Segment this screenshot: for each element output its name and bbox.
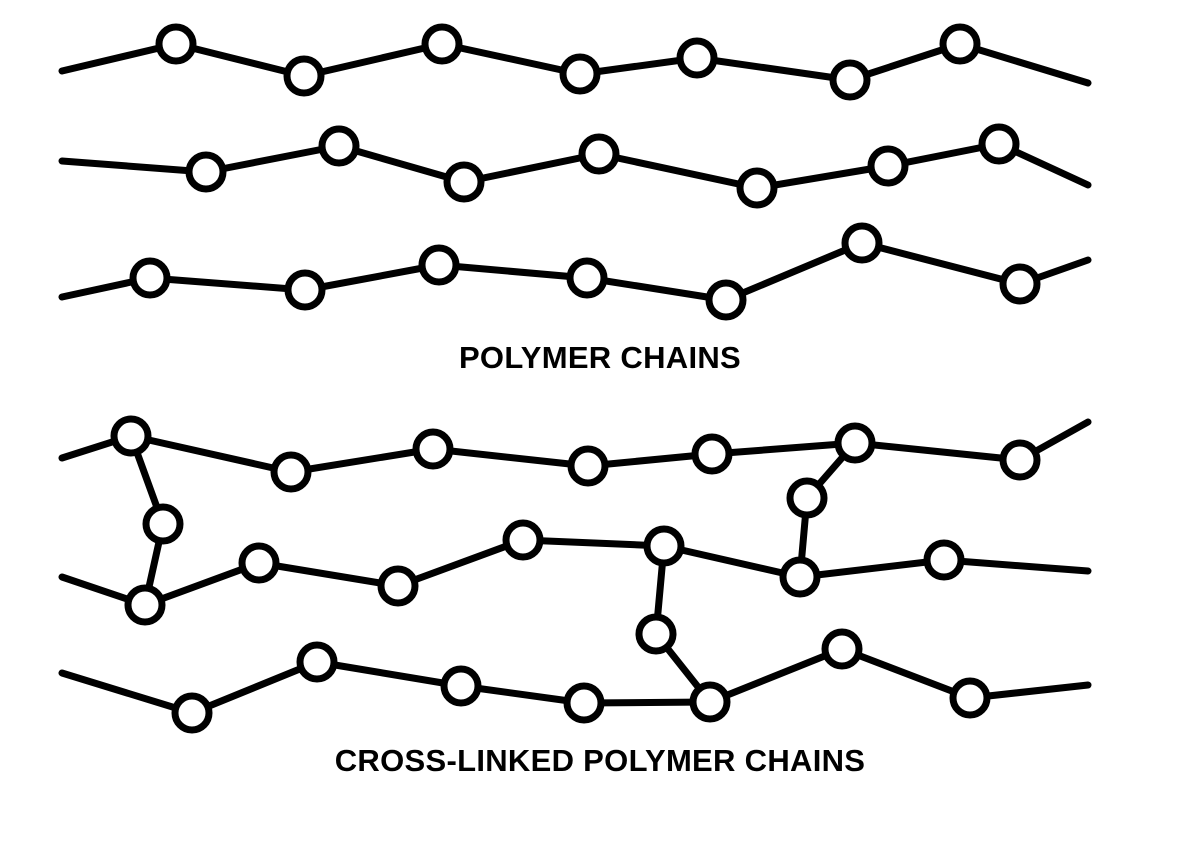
monomer-circle (238, 542, 280, 584)
monomer-circle (829, 59, 871, 101)
monomer-circle (155, 23, 197, 65)
chain-bond (858, 239, 1024, 288)
monomer-circle (284, 269, 326, 311)
chain-bond (313, 658, 465, 690)
monomer-circle (418, 244, 460, 286)
chain-bond (429, 445, 592, 470)
monomer-circle (841, 222, 883, 264)
monomer-circle (779, 556, 821, 598)
monomer-circle (563, 682, 605, 724)
chain-bond (287, 445, 437, 476)
chain-bond (660, 542, 804, 581)
monomer-circle (421, 23, 463, 65)
monomer-circle (705, 279, 747, 321)
chain-bond (753, 162, 892, 192)
chain-bond (693, 54, 854, 84)
monomer-circle (129, 257, 171, 299)
monomer-circle (834, 422, 876, 464)
chain-bond (519, 536, 668, 550)
chain-bond (435, 261, 591, 282)
chain-bond (172, 40, 308, 80)
monomer-circle (691, 433, 733, 475)
monomer-circle (440, 665, 482, 707)
monomer-circle (559, 53, 601, 95)
monomer-circle (502, 519, 544, 561)
monomer-circle (124, 584, 166, 626)
chain-bond (188, 658, 321, 717)
monomer-circle (643, 525, 685, 567)
chain-bond (838, 645, 974, 702)
chain-bond (394, 536, 527, 590)
monomer-circle (566, 257, 608, 299)
chain-bond (595, 150, 761, 192)
cross-link-monomer-circle (786, 477, 828, 519)
chain-bond (146, 274, 309, 294)
monomer-circle (867, 145, 909, 187)
chain-bond (438, 40, 584, 78)
chain-bond (127, 432, 295, 476)
monomer-circle (923, 539, 965, 581)
monomer-circle (283, 55, 325, 97)
monomer-circle (318, 125, 360, 167)
monomer-circle (736, 167, 778, 209)
chain-bond (796, 556, 948, 581)
chain-bond (851, 439, 1024, 464)
monomer-circle (999, 439, 1041, 481)
chain-bond (255, 559, 402, 590)
chain-bond (460, 150, 603, 186)
monomer-circle (821, 628, 863, 670)
cross-link-monomer-circle (142, 503, 184, 545)
chain-bond (708, 439, 859, 458)
chain-bond (583, 274, 730, 304)
chain-bond (457, 682, 588, 707)
monomer-circle (377, 565, 419, 607)
chain-bond (300, 40, 446, 80)
chain-bond (58, 669, 196, 717)
chain-bond (706, 645, 846, 706)
polymer-chains-label: POLYMER CHAINS (458, 340, 742, 375)
monomer-circle (110, 415, 152, 457)
monomer-circle (949, 677, 991, 719)
cross-link-monomer-circle (635, 613, 677, 655)
chain-bond (584, 450, 716, 470)
monomer-circle (443, 161, 485, 203)
chain-bond (335, 142, 468, 186)
monomer-layer (110, 23, 1041, 734)
chain-bond (722, 239, 866, 304)
chain-bond (940, 556, 1092, 575)
monomer-circle (171, 692, 213, 734)
monomer-circle (939, 23, 981, 65)
chain-bond (301, 261, 443, 294)
monomer-circle (578, 133, 620, 175)
monomer-circle (999, 263, 1041, 305)
monomer-circle (978, 123, 1020, 165)
monomer-circle (676, 37, 718, 79)
chain-bond (202, 142, 343, 176)
monomer-circle (689, 681, 731, 723)
bonds-layer (58, 40, 1092, 717)
chain-bond (956, 40, 1092, 87)
monomer-circle (412, 428, 454, 470)
chain-bond (58, 157, 210, 176)
monomer-circle (185, 151, 227, 193)
cross-linked-polymer-chains-label: CROSS-LINKED POLYMER CHAINS (334, 743, 866, 778)
monomer-circle (567, 445, 609, 487)
monomer-circle (270, 451, 312, 493)
monomer-circle (296, 641, 338, 683)
chain-bond (580, 698, 714, 707)
